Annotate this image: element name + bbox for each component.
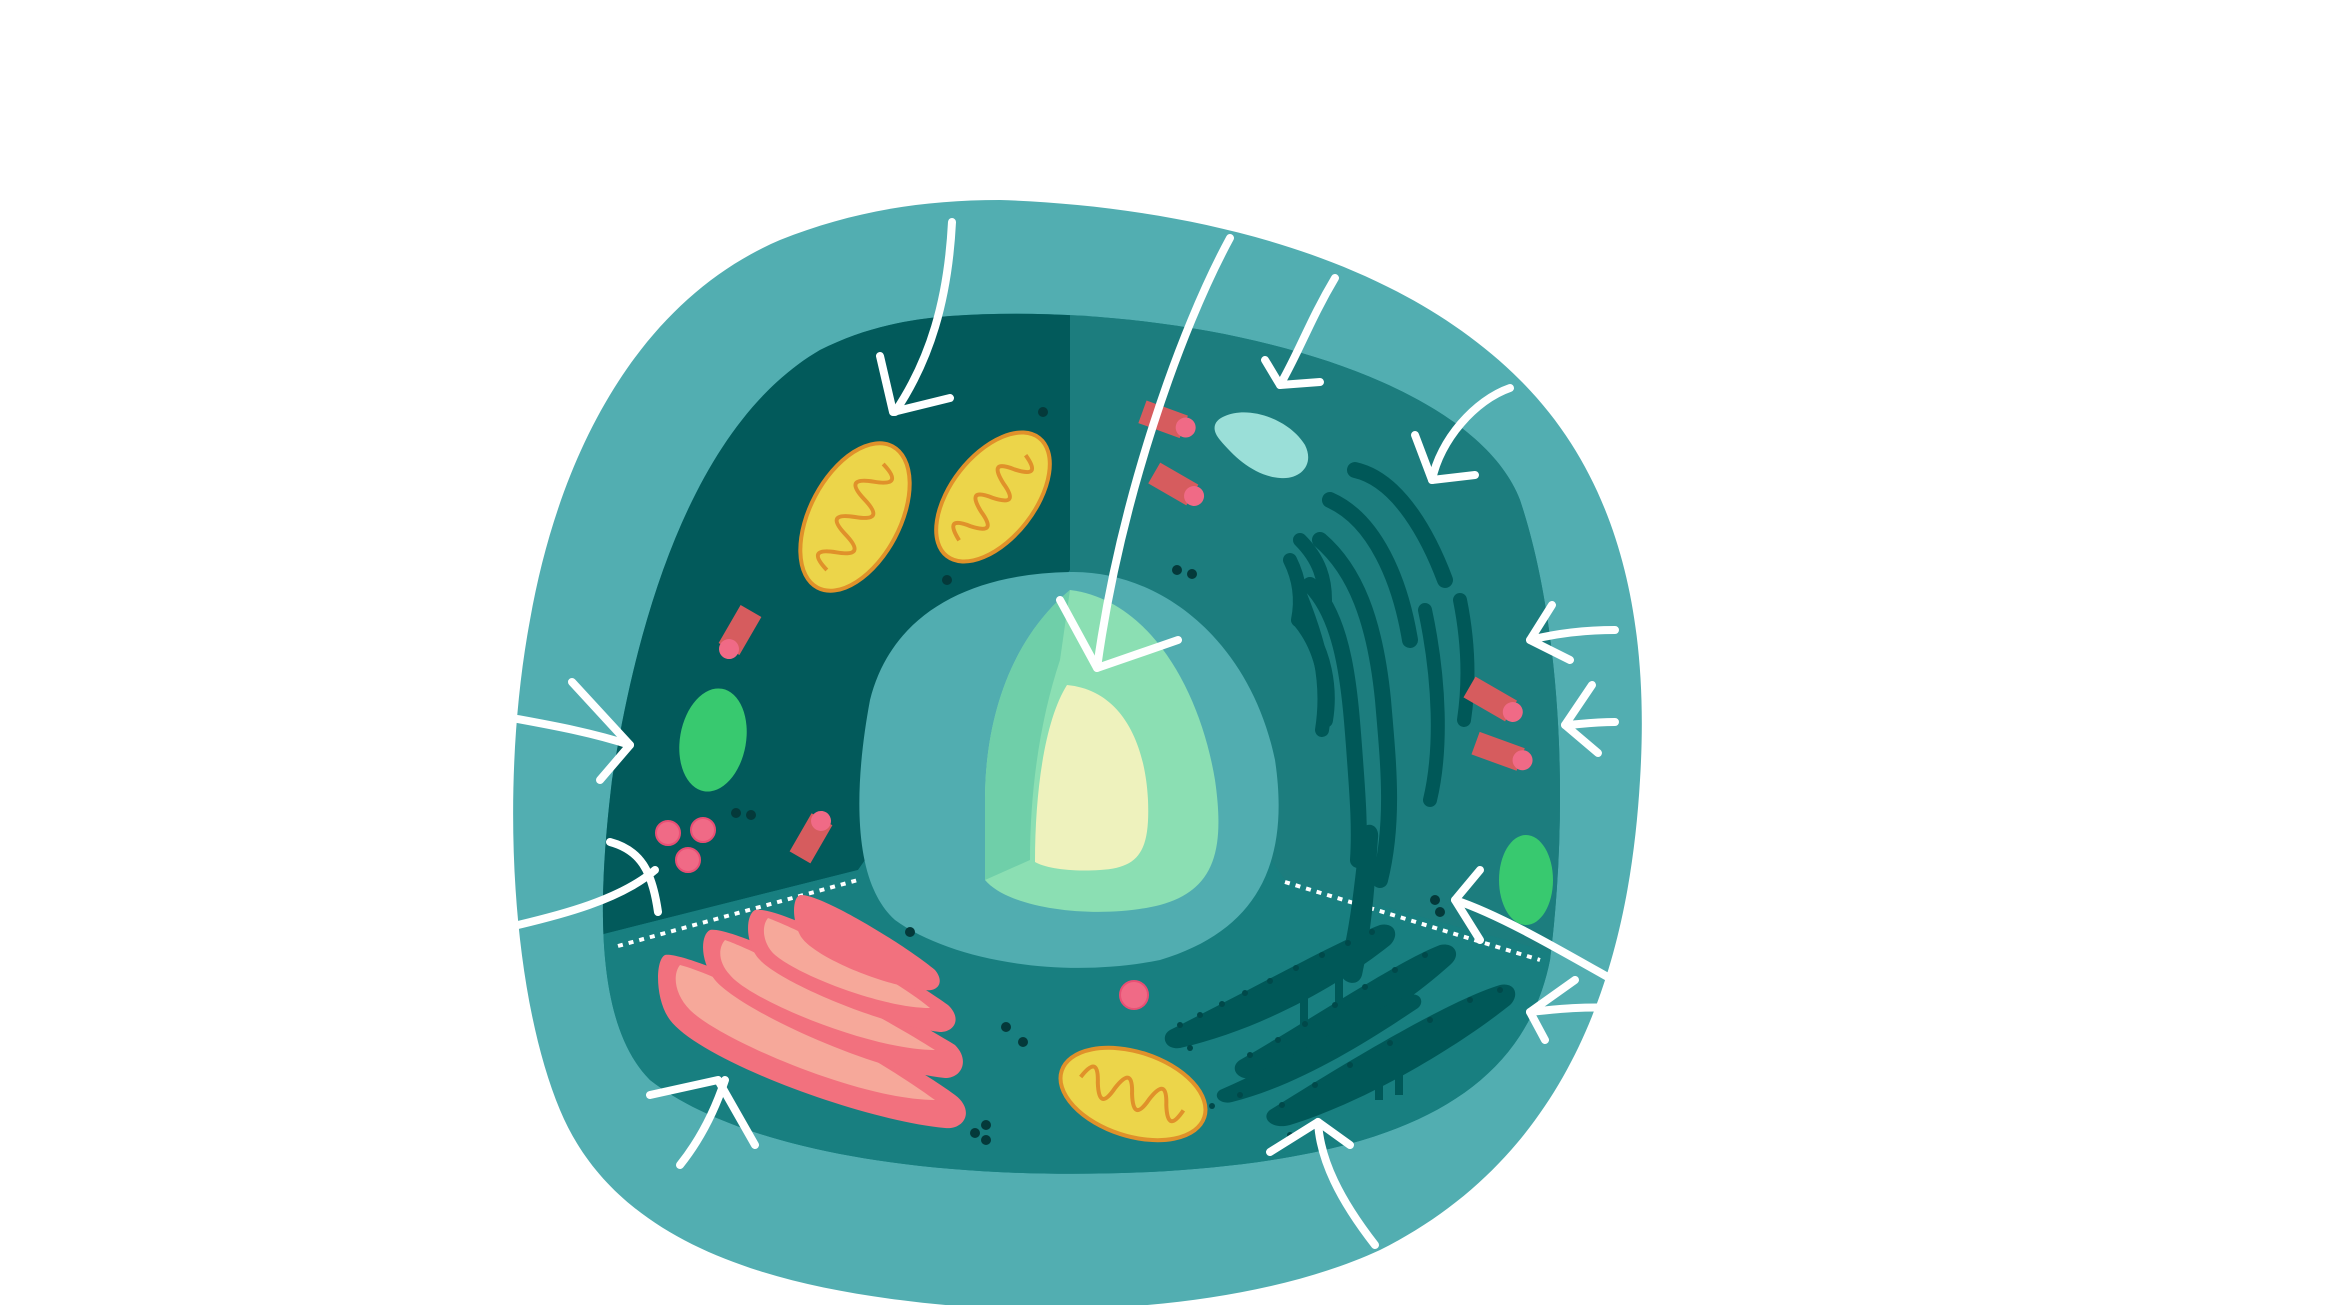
vesicle-icon (1214, 412, 1309, 479)
golgi-apparatus-icon (658, 894, 966, 1129)
ribosome-icon (731, 407, 1445, 1145)
cut-line-right (1284, 880, 1541, 962)
centriole-icon (1148, 462, 1205, 506)
vacuole-icon (679, 688, 747, 792)
label-arrow-icon (508, 218, 1622, 1249)
nucleus-shade (985, 590, 1070, 880)
cut-line-left (617, 878, 859, 948)
centriole-icon (1471, 731, 1533, 771)
centriole-icon (1138, 400, 1196, 439)
ribosome-icon (1177, 929, 1503, 1138)
lysosome-icon (655, 817, 1149, 1010)
mitochondrion-icon (798, 441, 912, 593)
mitochondrion-icon (1058, 1045, 1208, 1143)
centriole-icon (789, 810, 833, 864)
vacuole-icon (1499, 835, 1553, 925)
mitochondrion-icon (934, 430, 1052, 564)
smooth-er-icon (1283, 462, 1475, 888)
centriole-icon (1463, 676, 1523, 722)
nucleolus-icon (1035, 685, 1149, 871)
centriole-icon (718, 604, 762, 660)
